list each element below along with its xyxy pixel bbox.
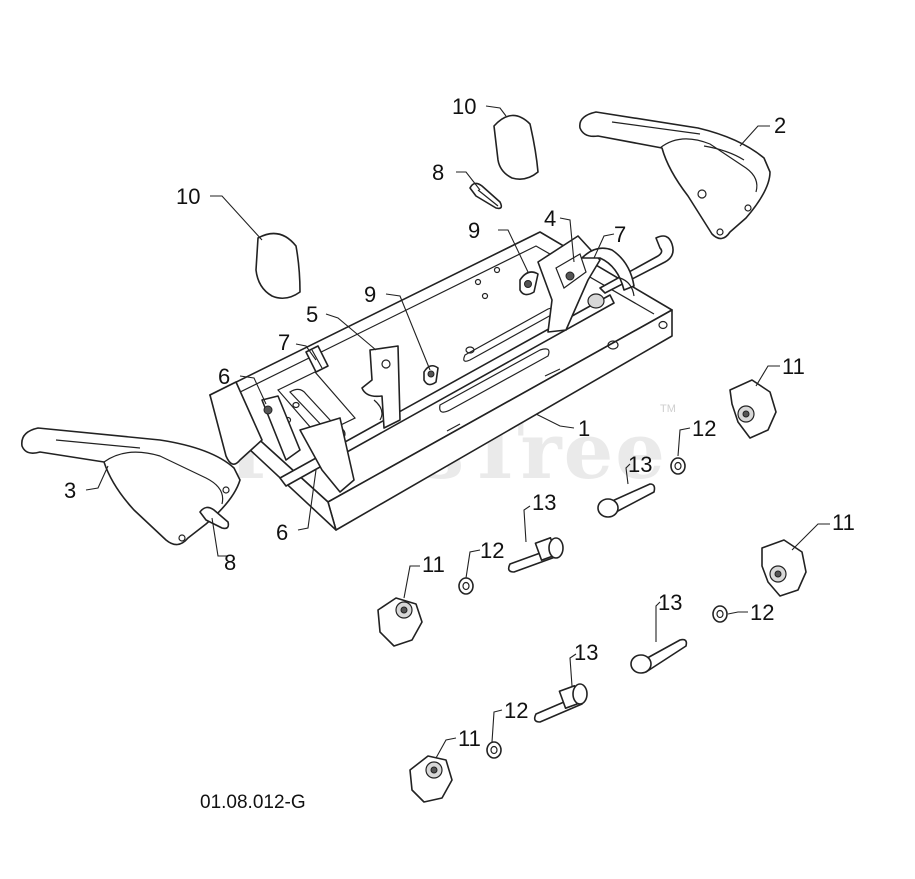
callout-12: 12 bbox=[504, 698, 528, 723]
part-3-left-lever[interactable] bbox=[21, 427, 241, 546]
callout-6: 6 bbox=[218, 364, 230, 389]
callout-2: 2 bbox=[774, 113, 786, 138]
leader-lines bbox=[85, 105, 830, 759]
part-12-nut-4[interactable] bbox=[486, 741, 502, 759]
part-13-bolt-2[interactable] bbox=[507, 537, 564, 573]
callout-8: 8 bbox=[432, 160, 444, 185]
part-5-bracket[interactable] bbox=[361, 345, 401, 429]
callout-11: 11 bbox=[458, 726, 481, 751]
callout-3: 3 bbox=[64, 478, 76, 503]
callout-7: 7 bbox=[278, 330, 290, 355]
callout-11: 11 bbox=[782, 354, 805, 379]
callout-9: 9 bbox=[468, 218, 480, 243]
callout-9: 9 bbox=[364, 282, 376, 307]
callout-5: 5 bbox=[306, 302, 318, 327]
callout-12: 12 bbox=[480, 538, 504, 563]
callout-13: 13 bbox=[628, 452, 652, 477]
part-12-nut-1[interactable] bbox=[670, 457, 686, 475]
part-2-right-lever[interactable] bbox=[579, 111, 771, 240]
callout-11: 11 bbox=[832, 510, 855, 535]
callout-10: 10 bbox=[452, 94, 476, 119]
part-10-knob-left[interactable] bbox=[255, 232, 301, 300]
part-9-clip-left[interactable] bbox=[423, 364, 439, 386]
part-7-pin-left[interactable] bbox=[305, 345, 329, 373]
part-12-nut-2[interactable] bbox=[458, 577, 474, 595]
callout-4: 4 bbox=[544, 206, 556, 231]
callout-13: 13 bbox=[574, 640, 598, 665]
callout-13: 13 bbox=[658, 590, 682, 615]
part-11-star-knob-1[interactable] bbox=[729, 379, 777, 439]
callout-labels: 10 10 2 8 9 4 7 9 5 7 6 11 1 12 13 3 8 6… bbox=[64, 94, 855, 751]
callout-6: 6 bbox=[276, 520, 288, 545]
callout-11: 11 bbox=[422, 552, 445, 577]
part-8-clip-top[interactable] bbox=[469, 182, 503, 210]
watermark-tm: TM bbox=[660, 403, 676, 415]
callout-1: 1 bbox=[578, 416, 590, 441]
part-13-bolt-4[interactable] bbox=[533, 683, 588, 723]
part-12-nut-3[interactable] bbox=[712, 605, 728, 623]
callout-7: 7 bbox=[614, 222, 626, 247]
callout-10: 10 bbox=[176, 184, 200, 209]
part-13-bolt-3[interactable] bbox=[630, 638, 688, 674]
part-9-clip-right[interactable] bbox=[519, 271, 539, 296]
part-11-star-knob-2[interactable] bbox=[761, 539, 807, 597]
callout-12: 12 bbox=[750, 600, 774, 625]
diagram-ref-code: 01.08.012-G bbox=[200, 792, 306, 813]
part-10-knob-top[interactable] bbox=[493, 114, 539, 180]
part-11-star-knob-4[interactable] bbox=[409, 755, 453, 803]
part-11-star-knob-3[interactable] bbox=[377, 597, 423, 647]
callout-8: 8 bbox=[224, 550, 236, 575]
part-8-clip-left[interactable] bbox=[199, 506, 230, 530]
callout-13: 13 bbox=[532, 490, 556, 515]
part-6-link[interactable] bbox=[261, 395, 355, 493]
part-13-bolt-1[interactable] bbox=[597, 483, 656, 518]
callout-12: 12 bbox=[692, 416, 716, 441]
